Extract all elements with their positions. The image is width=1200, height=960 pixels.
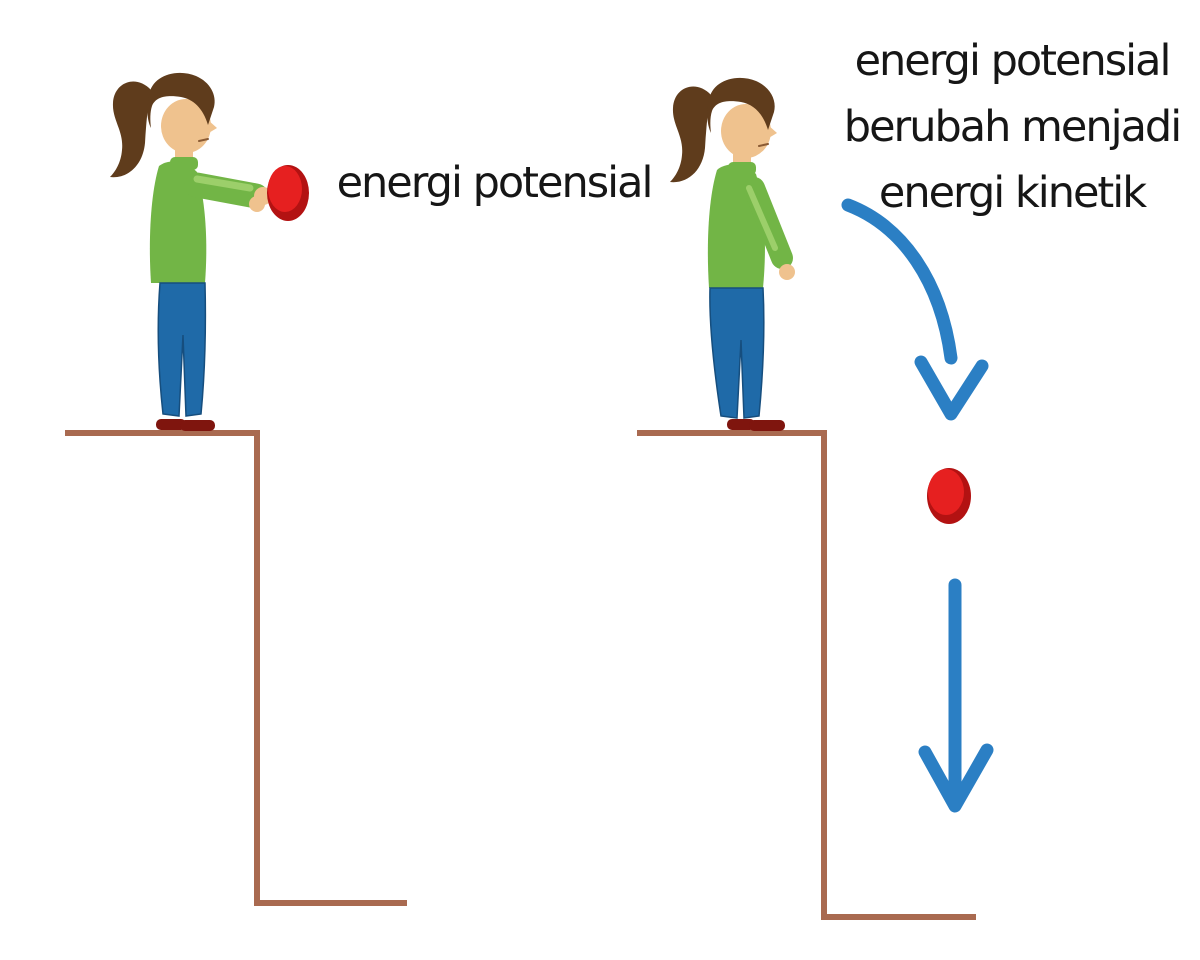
jeans: [157, 282, 207, 417]
girl-head-left: [109, 71, 218, 179]
sleeve-highlight: [746, 185, 778, 251]
left-scene: [65, 71, 407, 906]
sleeve-highlight: [193, 175, 254, 192]
cliff-ledge-right: [637, 430, 976, 920]
falling-ball-icon: [927, 468, 971, 524]
ball-body: [268, 166, 302, 212]
shoe-front: [749, 420, 785, 431]
right-scene: [637, 76, 994, 920]
caption-line-3: energi kinetik: [878, 168, 1147, 218]
curved-arrow-head: [914, 355, 989, 421]
jeans: [709, 287, 765, 419]
held-ball-icon: [267, 165, 309, 221]
caption-energy-conversion: energi potensial berubah menjadi energi …: [818, 28, 1200, 226]
straight-arrow-icon: [918, 578, 994, 813]
shoe-back: [727, 419, 755, 430]
sweater-arms-extended: [184, 172, 269, 209]
hand: [779, 264, 795, 280]
caption-line-2: berubah menjadi: [843, 102, 1182, 152]
caption-energi-potensial: energi potensial: [336, 158, 654, 208]
girl-figure-after-release: [669, 76, 795, 431]
caption-line-1: energi potensial: [854, 36, 1172, 86]
curved-arrow-shaft: [841, 198, 958, 365]
girl-figure-holding-ball: [109, 71, 272, 431]
ball-body: [928, 469, 964, 515]
curved-arrow-icon: [841, 198, 989, 421]
shoe-back: [156, 419, 186, 430]
cliff-ledge-left: [65, 430, 407, 906]
straight-arrow-head: [918, 743, 994, 813]
shoe-front: [180, 420, 215, 431]
